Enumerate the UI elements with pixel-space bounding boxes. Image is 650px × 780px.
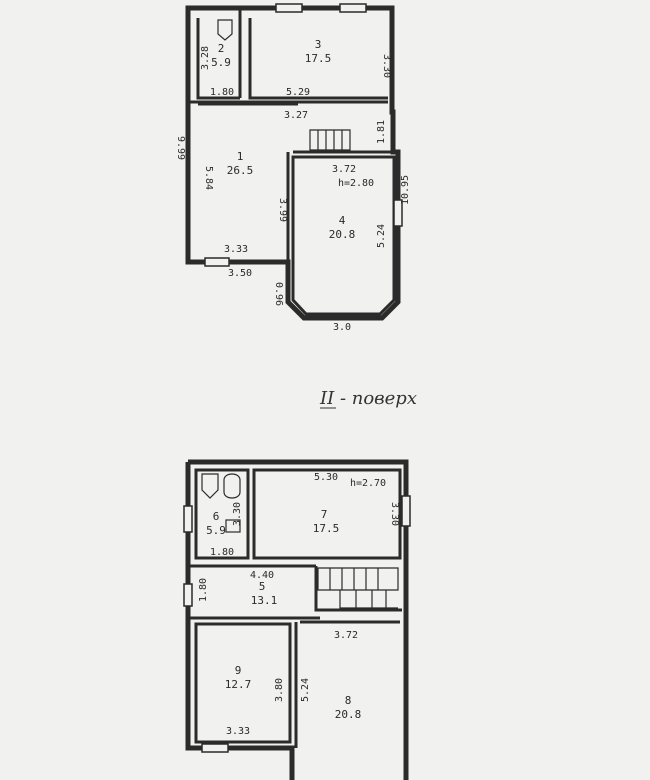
room-9-area: 12.7: [225, 678, 252, 691]
floor2-wc-fixture: [201, 473, 219, 499]
room-7-area: 17.5: [313, 522, 340, 535]
floor1-dimensions: 3.28 1.80 5.29 3.30 3.27 9.99 5.84 1.81 …: [175, 46, 411, 333]
dim-label: 1.80: [210, 87, 234, 98]
dim-label: 5.30: [314, 472, 338, 483]
floor2-dimensions: 5.30 h=2.70 3.30 3.30 1.80 4.40 1.80 3.7…: [198, 472, 400, 737]
room-2-number: 2: [218, 42, 225, 55]
dim-label: h=2.80: [338, 178, 374, 189]
floor1-window: [339, 3, 367, 13]
floor1-partition: [190, 8, 398, 316]
dim-label: 3.80: [274, 678, 285, 702]
room-8-number: 8: [345, 694, 352, 707]
dim-label: 9.99: [175, 136, 186, 160]
dim-label: 0.96: [273, 282, 284, 306]
dim-label: 3.99: [277, 198, 288, 222]
room-7-number: 7: [321, 508, 328, 521]
room-3-area: 17.5: [305, 52, 332, 65]
floor2-partition: [190, 468, 402, 748]
dim-label: 3.33: [224, 244, 248, 255]
room-9-number: 9: [235, 664, 242, 677]
dim-label: 3.33: [226, 726, 250, 737]
room-6-area: 5.9: [206, 524, 226, 537]
room-5-area: 13.1: [251, 594, 278, 607]
dim-label: 3.0: [333, 322, 351, 333]
dim-label: 3.72: [334, 630, 358, 641]
room-2-area: 5.9: [211, 56, 231, 69]
floor1-window: [275, 3, 303, 13]
floor2-sink: [225, 519, 241, 533]
floor1-plan: [185, 3, 403, 321]
dim-label: 3.27: [284, 110, 308, 121]
floor2-bath-fixture: [223, 473, 241, 499]
dim-label: 3.30: [389, 502, 400, 526]
dim-label: 5.84: [203, 166, 214, 190]
dim-label: 1.80: [210, 547, 234, 558]
room-5-number: 5: [259, 580, 266, 593]
floor2-heading: II - поверх: [319, 388, 417, 409]
dim-label: 3.72: [332, 164, 356, 175]
floor2-window: [401, 495, 411, 527]
dim-label: 5.24: [376, 224, 387, 248]
floor2-window: [183, 505, 193, 533]
floor2-window: [183, 583, 193, 607]
dim-label: 3.28: [200, 46, 211, 70]
room-4-number: 4: [339, 214, 346, 227]
dim-label: 5.29: [286, 87, 310, 98]
room-6-number: 6: [213, 510, 220, 523]
floor2-window: [201, 743, 229, 753]
dim-label: 1.80: [198, 578, 209, 602]
dim-label: 3.30: [381, 54, 392, 78]
floor2-room-labels: 5 13.1 6 5.9 7 17.5 8 20.8 9 12.7: [206, 508, 361, 721]
floor1-wc-fixture: [217, 19, 233, 41]
room-4-area: 20.8: [329, 228, 356, 241]
floor2-stair: [317, 567, 399, 609]
dim-label: 10.95: [400, 175, 411, 205]
floor1-window: [204, 257, 230, 267]
dim-label: 4.40: [250, 570, 274, 581]
room-3-number: 3: [315, 38, 322, 51]
dim-label: 3.50: [228, 268, 252, 279]
dim-label: h=2.70: [350, 478, 386, 489]
floor1-stair: [309, 129, 351, 151]
floor1-room-labels: 1 26.5 2 5.9 3 17.5 4 20.8: [211, 38, 355, 241]
dim-label: 1.81: [376, 120, 387, 144]
dim-label: 3.30: [232, 502, 243, 526]
dim-label: 5.24: [300, 678, 311, 702]
room-8-area: 20.8: [335, 708, 362, 721]
floor2-plan: [183, 459, 411, 780]
floor1-window: [393, 199, 403, 227]
room-1-number: 1: [237, 150, 244, 163]
room-1-area: 26.5: [227, 164, 254, 177]
